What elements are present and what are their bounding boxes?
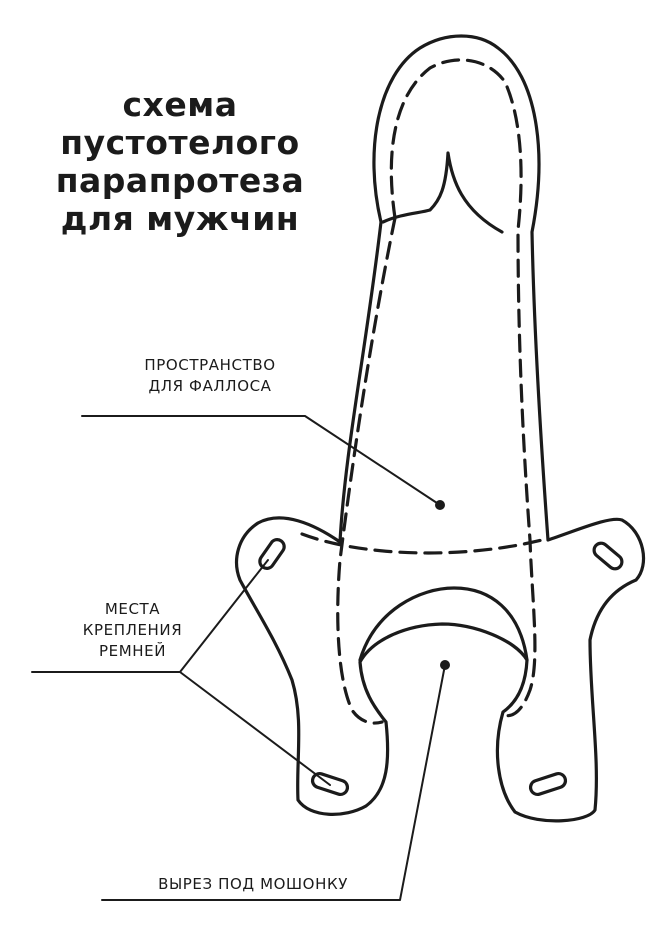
label-strap-points-line-3: РЕМНЕЙ xyxy=(98,642,167,660)
label-phallus-space-line-1: ПРОСТРАНСТВО xyxy=(144,356,276,374)
label-scrotum-cutout-text: ВЫРЕЗ ПОД МОШОНКУ xyxy=(158,875,348,893)
leader-lines xyxy=(31,415,446,901)
strap-slot-bottom-right xyxy=(528,772,568,796)
strap-slot-bottom-left xyxy=(310,772,350,796)
title-line-2: пустотелого xyxy=(60,123,300,162)
diagram-title: схема пустотелого парапротеза для мужчин xyxy=(55,86,305,238)
base-dashed-line xyxy=(300,532,544,555)
leader-phallus-space xyxy=(81,415,441,506)
leader-dot-phallus-space xyxy=(435,500,445,510)
strap-slot-top-right xyxy=(592,541,624,571)
cutout-inner-arc xyxy=(358,586,529,662)
leader-scrotum-cutout xyxy=(101,664,446,901)
title-line-3: парапротеза xyxy=(55,161,305,200)
label-strap-points: МЕСТА КРЕПЛЕНИЯ РЕМНЕЙ xyxy=(55,599,210,662)
label-strap-points-line-1: МЕСТА xyxy=(104,600,161,618)
title-line-4: для мужчин xyxy=(60,199,300,238)
inner-cavity-dashed-left xyxy=(336,216,397,725)
label-phallus-space-line-2: ДЛЯ ФАЛЛОСА xyxy=(148,377,272,395)
label-scrotum-cutout: ВЫРЕЗ ПОД МОШОНКУ xyxy=(118,874,388,895)
leader-dot-scrotum-cutout xyxy=(440,660,450,670)
glans-line xyxy=(381,151,504,234)
prosthesis-outline xyxy=(235,34,646,823)
inner-cavity-dashed xyxy=(389,58,537,718)
leader-strap-points xyxy=(31,559,331,786)
label-phallus-space: ПРОСТРАНСТВО ДЛЯ ФАЛЛОСА xyxy=(105,355,315,397)
strap-slot-top-left xyxy=(258,538,286,570)
label-strap-points-line-2: КРЕПЛЕНИЯ xyxy=(82,621,183,639)
title-line-1: схема xyxy=(122,85,238,124)
